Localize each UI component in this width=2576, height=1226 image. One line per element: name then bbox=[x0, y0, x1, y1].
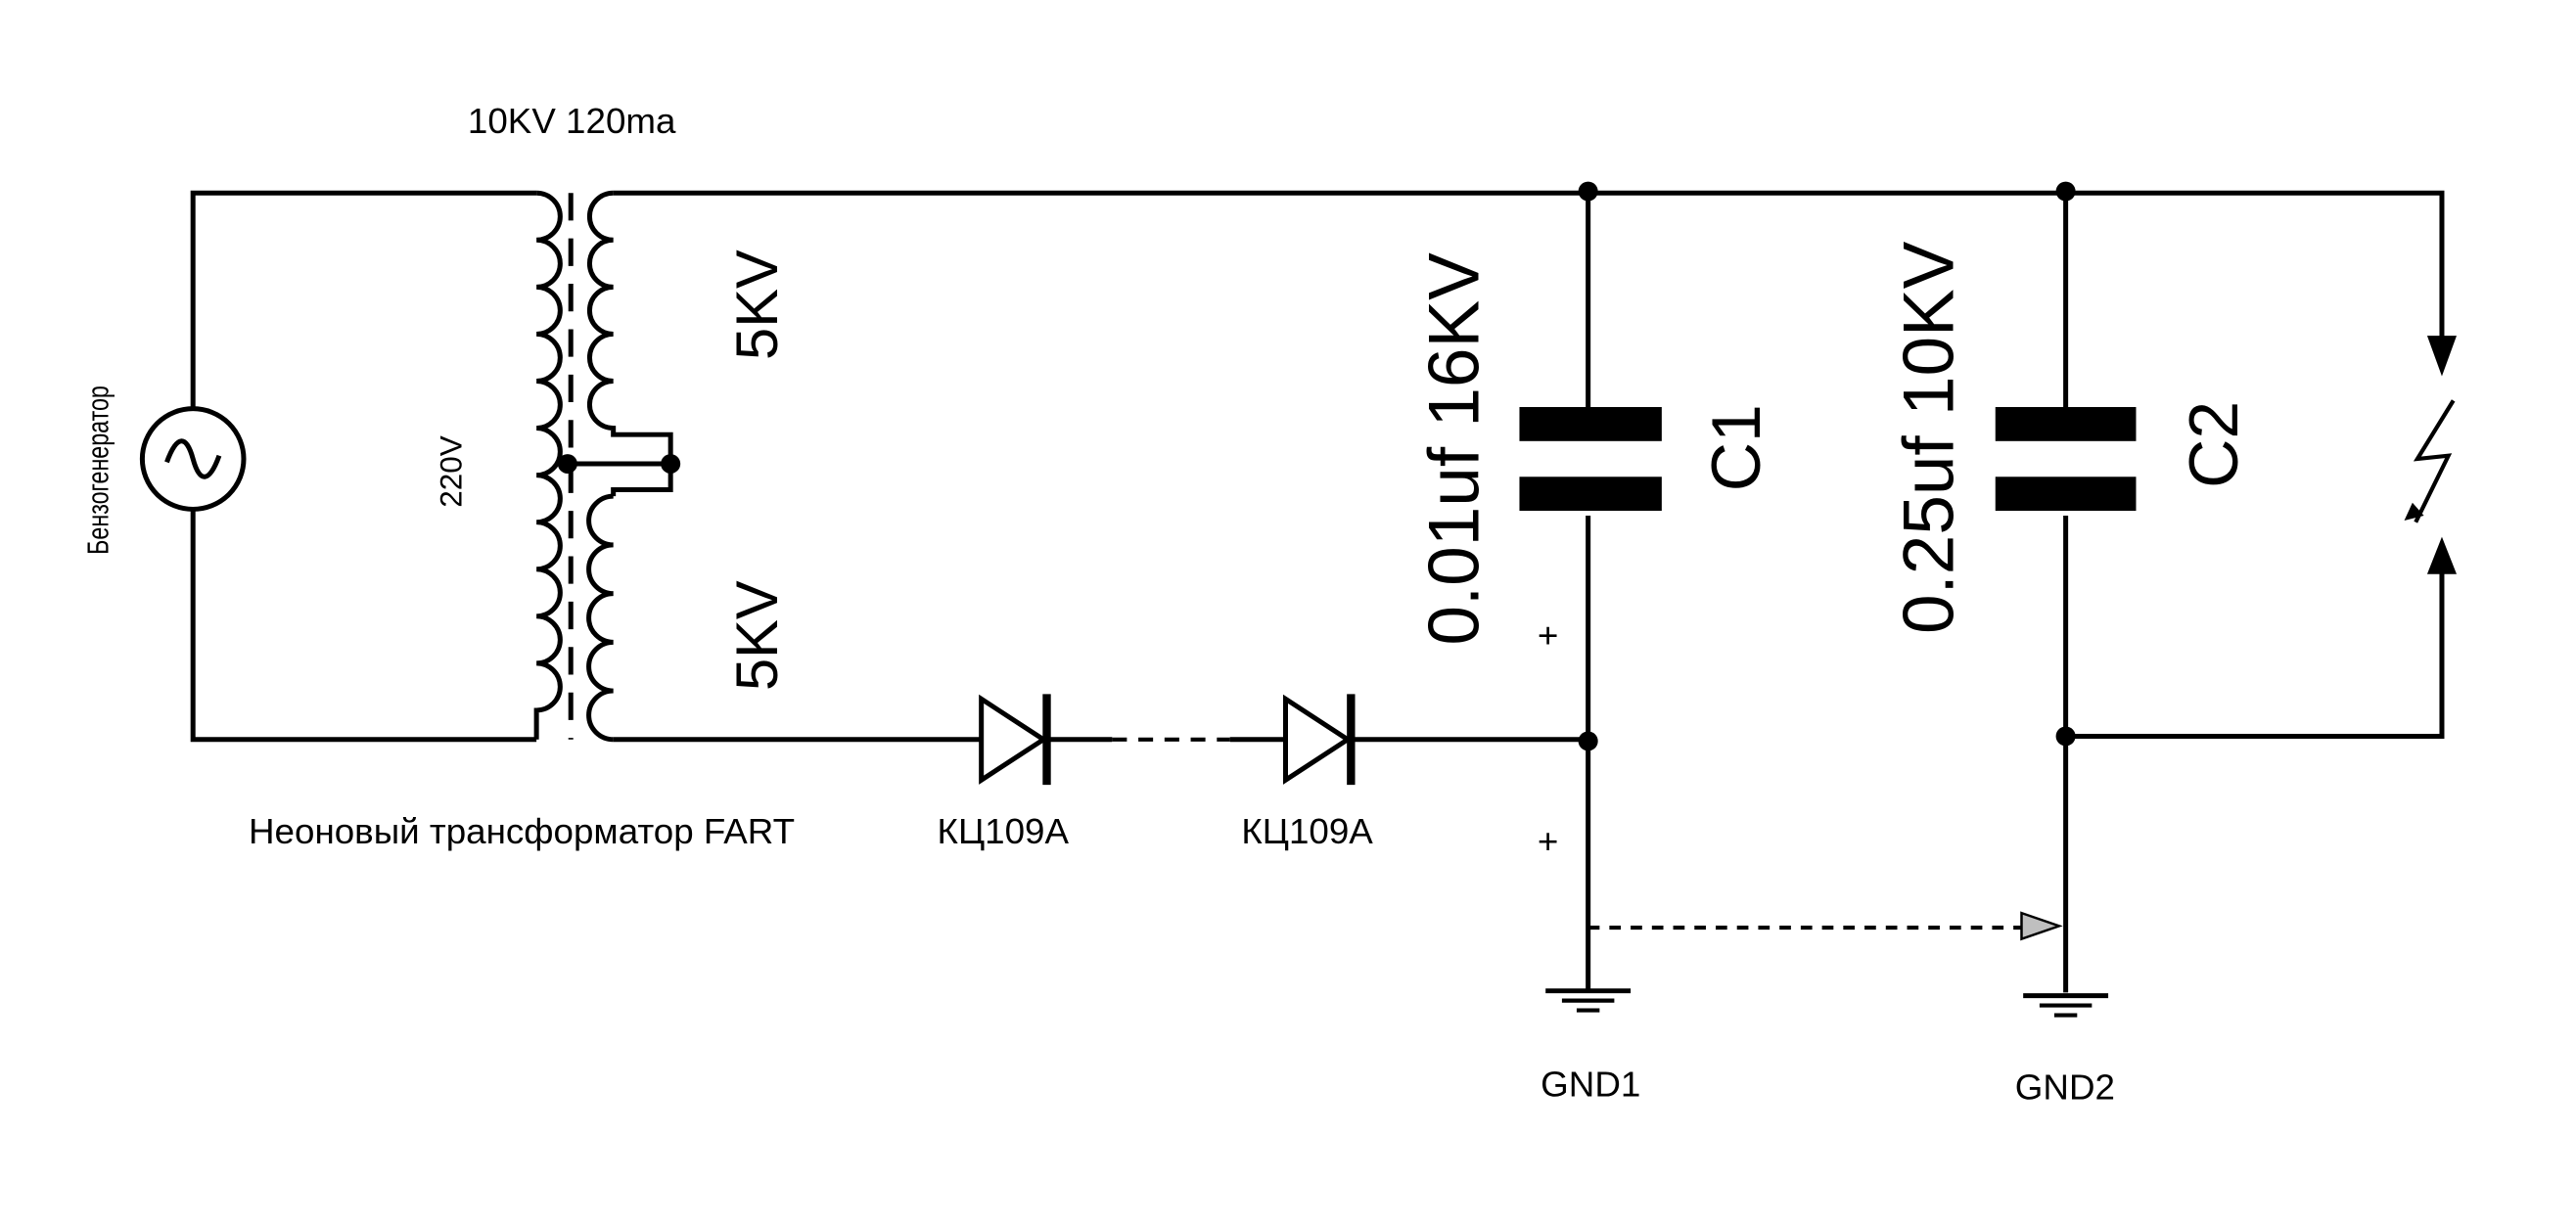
c1-branch bbox=[1519, 193, 1662, 993]
secondary-top-label: 5KV bbox=[724, 250, 790, 360]
generator-loop bbox=[139, 190, 537, 743]
generator-label: Бензогенератор bbox=[81, 386, 115, 555]
secondary-coil-top bbox=[587, 190, 673, 497]
junction-dot bbox=[2055, 181, 2076, 202]
c1-plate-bottom bbox=[1519, 477, 1662, 512]
plus-marker-top: + bbox=[1538, 614, 1558, 655]
center-tap bbox=[557, 454, 681, 474]
arrow-up-icon bbox=[2426, 536, 2458, 574]
c1-plate-top bbox=[1519, 407, 1662, 441]
top-rail bbox=[613, 181, 2445, 344]
diode-1-symbol bbox=[979, 694, 1051, 786]
spark-gap bbox=[2404, 336, 2458, 574]
diode-1-label: КЦ109А bbox=[938, 811, 1070, 851]
plus-marker-bottom: + bbox=[1538, 821, 1558, 861]
lightning-icon bbox=[2413, 399, 2456, 523]
c1-name-label: C1 bbox=[1698, 404, 1774, 491]
arrow-down-icon bbox=[2426, 336, 2458, 377]
transformer-name-label: Неоновый трансформатор FART bbox=[249, 811, 795, 851]
secondary-bottom-label: 5KV bbox=[724, 580, 790, 691]
c2-value-label: 0.25uf 10KV bbox=[1888, 242, 1968, 635]
primary-coil bbox=[533, 190, 563, 740]
gnd2-label: GND2 bbox=[2015, 1067, 2115, 1108]
c2-name-label: C2 bbox=[2176, 401, 2252, 488]
c2-branch bbox=[1995, 193, 2445, 993]
diode-2-symbol bbox=[1282, 694, 1356, 786]
primary-voltage-label: 220V bbox=[433, 435, 468, 508]
ground-symbol-2 bbox=[2023, 993, 2109, 1018]
junction-dot bbox=[557, 454, 577, 474]
ac-source-symbol bbox=[139, 406, 247, 512]
sine-wave-icon bbox=[164, 438, 222, 479]
ground-link bbox=[1587, 911, 2063, 941]
c2-plate-bottom bbox=[1995, 477, 2137, 512]
arrow-right-icon bbox=[2020, 911, 2063, 941]
junction-dot bbox=[1578, 731, 1598, 751]
ground-symbol-1 bbox=[1545, 988, 1632, 1013]
secondary-coil-bottom bbox=[586, 493, 614, 743]
junction-dot bbox=[1578, 181, 1598, 202]
c1-value-label: 0.01uf 16KV bbox=[1413, 252, 1494, 646]
junction-dot bbox=[661, 454, 681, 474]
gnd1-label: GND1 bbox=[1541, 1065, 1640, 1105]
c2-plate-top bbox=[1995, 407, 2137, 441]
diode-2-label: КЦ109А bbox=[1241, 811, 1373, 851]
transformer-rating-label: 10KV 120ma bbox=[468, 101, 676, 141]
